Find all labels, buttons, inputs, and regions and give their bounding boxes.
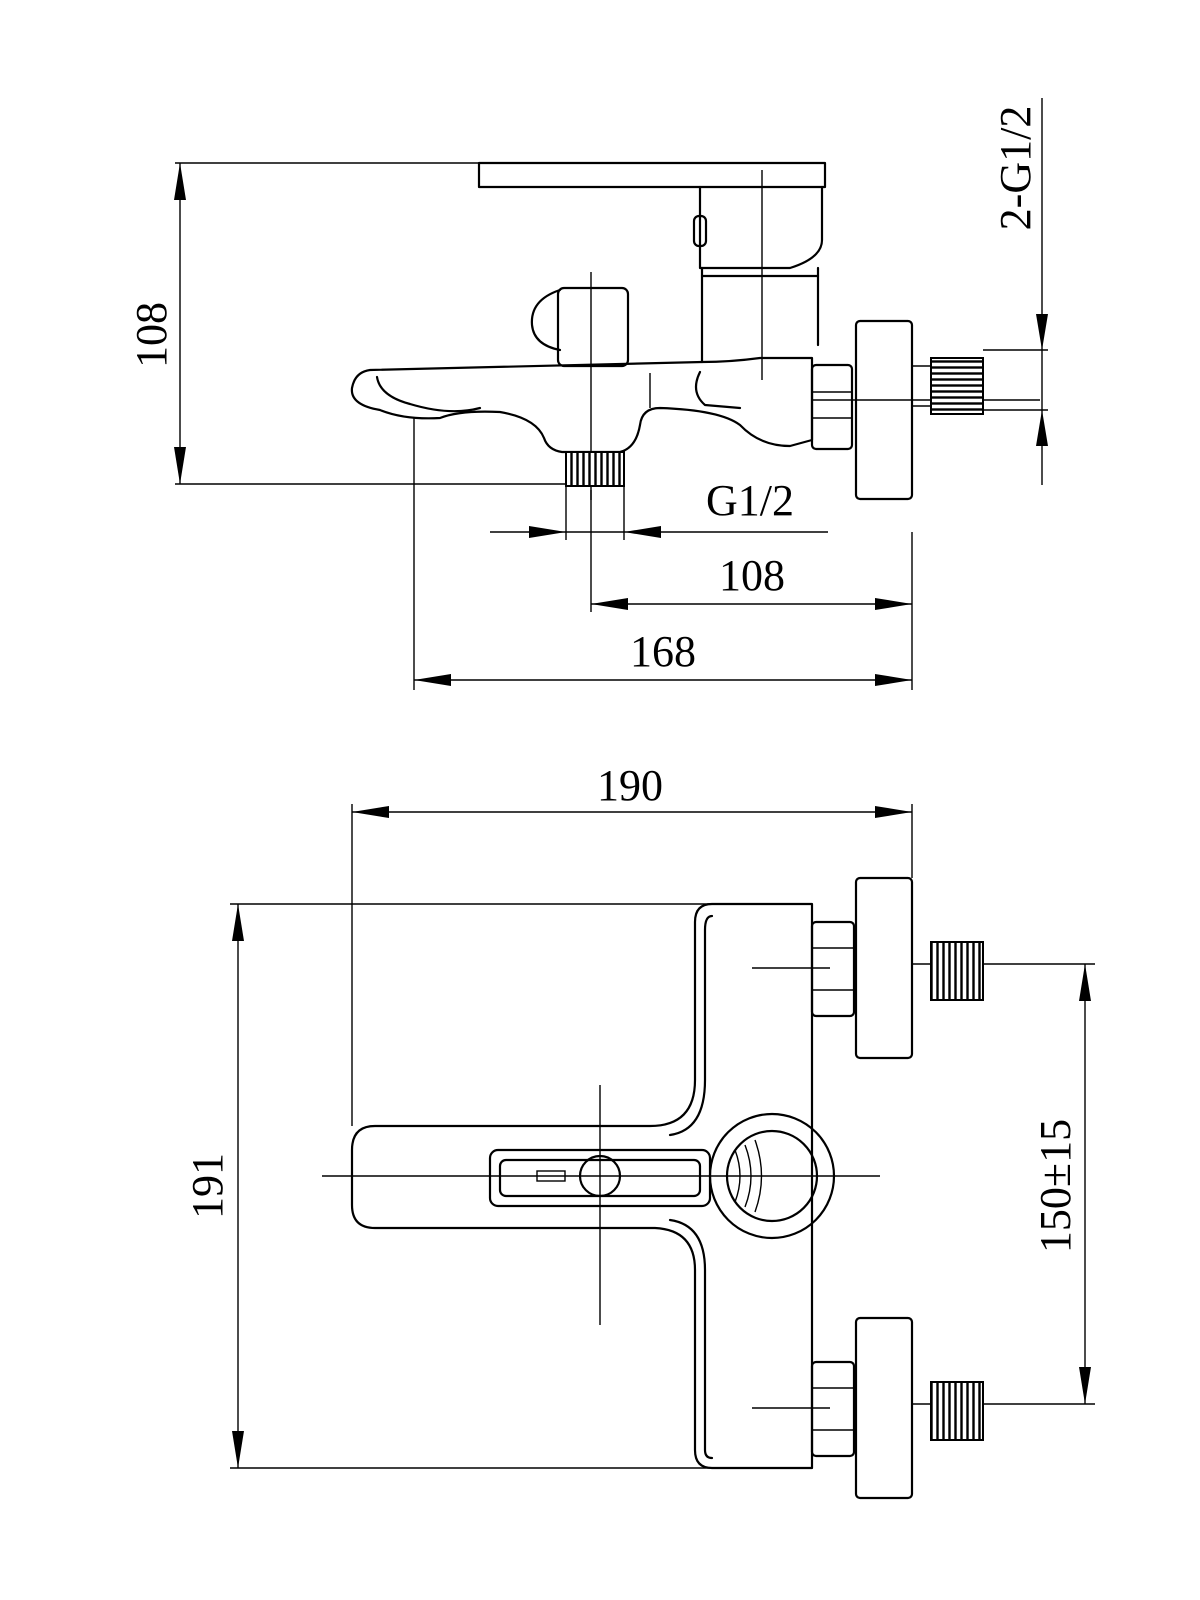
- outlet-thread-dimension: G1/2: [490, 476, 828, 540]
- height-arrow-top: [174, 163, 186, 200]
- outlet-arrow-left: [529, 526, 566, 538]
- center-distance-label: 150±15: [1031, 1119, 1080, 1253]
- upper-flange: [854, 876, 914, 1060]
- outlet-thread: [565, 451, 625, 487]
- depth-arrow-bottom: [232, 1431, 244, 1468]
- center-arrow-top: [1079, 964, 1091, 1001]
- diverter-knob: [556, 286, 630, 368]
- hex-nut: [810, 363, 854, 451]
- outlet-thread-label: G1/2: [706, 476, 794, 525]
- inlet-thread: [930, 357, 984, 415]
- depth-arrow-top: [232, 904, 244, 941]
- lower-nut: [810, 1360, 856, 1458]
- spout-arrow-right: [875, 674, 912, 686]
- depth-dimension: 191: [183, 903, 712, 1469]
- inlet-arrow-top: [1036, 314, 1048, 350]
- depth-label: 191: [183, 1153, 232, 1219]
- offset-arrow-right: [875, 598, 912, 610]
- upper-nut: [810, 920, 856, 1018]
- outlet-offset-dimension: 108: [590, 490, 913, 690]
- valve-column: [700, 266, 820, 364]
- body-inner-upper: [668, 914, 714, 1137]
- spout-body: [350, 356, 814, 454]
- top-view: 190 191 150±15: [183, 761, 1095, 1500]
- offset-arrow-left: [591, 598, 628, 610]
- spout-arrow-left: [414, 674, 451, 686]
- height-arrow-bottom: [174, 447, 186, 484]
- inlet-arrow-bottom: [1036, 410, 1048, 446]
- spout-length-label: 168: [630, 627, 696, 676]
- center-arrow-bottom: [1079, 1367, 1091, 1404]
- lever-handle: [477, 161, 827, 189]
- upper-thread: [930, 941, 984, 1001]
- outlet-offset-label: 108: [719, 551, 785, 600]
- width-arrow-left: [352, 806, 389, 818]
- width-label: 190: [597, 761, 663, 810]
- width-dimension: 190: [351, 761, 913, 1126]
- cartridge-cap: [698, 185, 824, 270]
- side-view: 108 2-G1/2 G1/2 108: [127, 98, 1048, 690]
- handle-pin: [692, 214, 708, 248]
- center-distance-dimension: 150±15: [983, 963, 1095, 1405]
- inlet-thread-label: 2-G1/2: [991, 106, 1040, 231]
- lower-flange: [854, 1316, 914, 1500]
- inlet-thread-dimension: 2-G1/2: [983, 98, 1048, 485]
- body-inner-lower: [668, 1218, 714, 1460]
- body-fillet: [694, 370, 742, 410]
- body-outline-top: [350, 902, 814, 1470]
- height-dimension: 108: [127, 162, 566, 485]
- width-arrow-right: [875, 806, 912, 818]
- lower-thread: [930, 1381, 984, 1441]
- outlet-arrow-right: [624, 526, 661, 538]
- diverter-knob-front: [530, 288, 562, 352]
- spout-length-dimension: 168: [413, 418, 912, 690]
- height-label: 108: [127, 302, 176, 368]
- wall-flange: [854, 319, 914, 501]
- spout-lip: [375, 375, 482, 413]
